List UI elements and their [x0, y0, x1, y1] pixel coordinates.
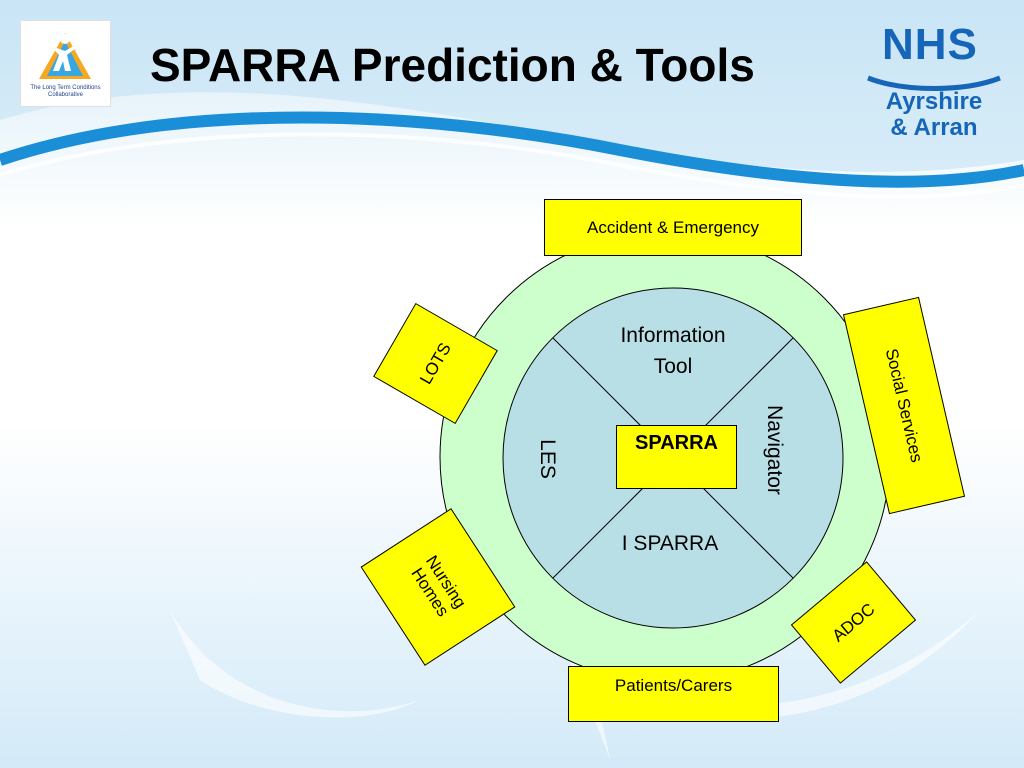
box-patients-carers-label: Patients/Carers	[614, 676, 733, 695]
box-accident-emergency: Accident & Emergency	[544, 199, 802, 256]
box-accident-emergency-label: Accident & Emergency	[587, 218, 759, 237]
label-les: LES	[536, 439, 559, 479]
nhs-logo: NHS Ayrshire & Arran	[864, 20, 1004, 145]
center-sparra-label: SPARRA	[635, 432, 718, 454]
page-title: SPARRA Prediction & Tools	[150, 39, 755, 91]
label-i-sparra: I SPARRA	[621, 532, 719, 555]
nhs-ayrshire: Ayrshire	[885, 88, 983, 115]
box-social-services-label: Social Services	[881, 346, 927, 465]
box-adoc-label: ADOC	[828, 599, 879, 646]
nhs-wave-icon	[867, 75, 1001, 91]
label-information-tool: Information Tool	[620, 324, 726, 378]
box-lots-label: LOTS	[416, 339, 455, 388]
long-term-conditions-logo: The Long Term Conditions Collaborative	[20, 20, 111, 107]
nhs-word: NHS	[882, 20, 978, 69]
nhs-arran: & Arran	[890, 114, 978, 141]
box-patients-carers: Patients/Carers	[568, 666, 779, 722]
figure-logo-icon	[39, 33, 91, 79]
label-navigator: Navigator	[763, 405, 786, 495]
center-sparra-box: SPARRA	[616, 425, 737, 489]
logo-caption: The Long Term Conditions Collaborative	[30, 85, 101, 98]
box-nursing-homes-label: Nursing Homes	[407, 552, 470, 620]
